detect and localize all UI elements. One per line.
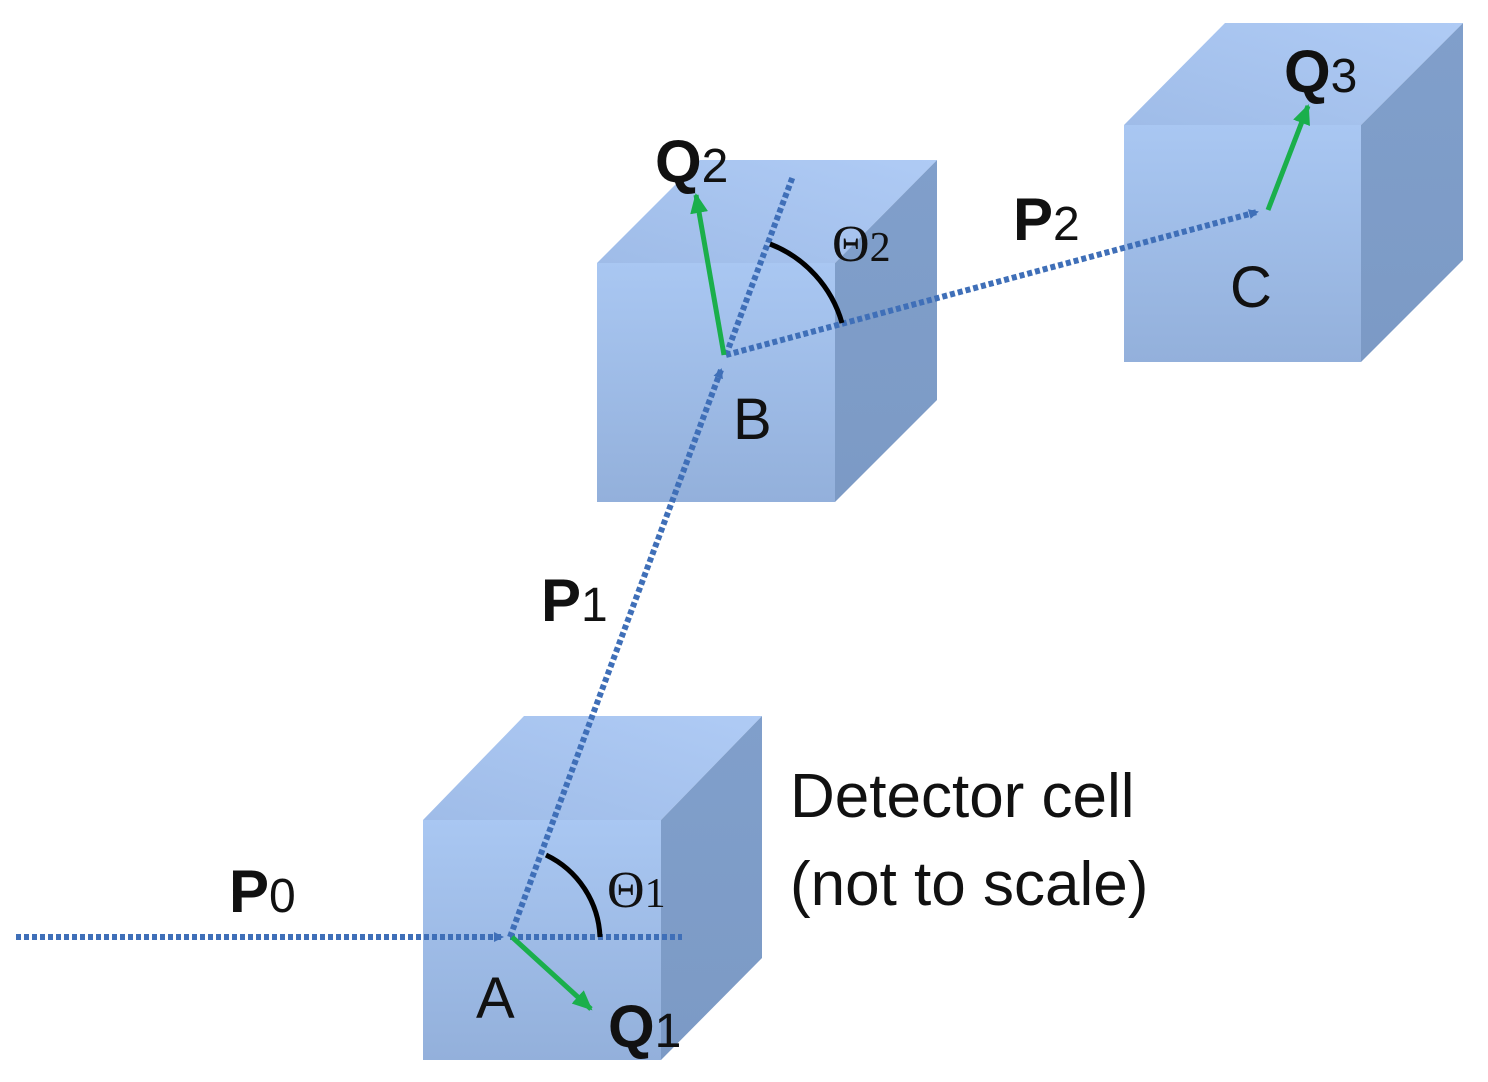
label-theta2: Θ2	[832, 216, 891, 273]
theta1-angle-arc	[544, 852, 603, 938]
theta2-angle-arc	[769, 241, 845, 324]
cube-b-side-face	[835, 160, 937, 502]
label-p2-letter: P	[1013, 186, 1053, 253]
photon-path-p1	[507, 368, 724, 939]
label-p1-letter: P	[541, 567, 581, 634]
recoil-arrow-q3	[1265, 104, 1311, 211]
label-p0-sub: 0	[269, 870, 296, 923]
label-p0-letter: P	[229, 858, 269, 925]
recoil-arrow-q1	[510, 935, 593, 1011]
label-q2: Q2	[655, 128, 728, 195]
label-theta2-symbol: Θ	[832, 216, 870, 273]
label-theta2-sub: 2	[870, 225, 891, 271]
cube-a-top-face	[423, 716, 762, 820]
detector-cube-a	[423, 716, 762, 1060]
label-q1-letter: Q	[608, 993, 655, 1060]
label-q2-sub: 2	[702, 140, 729, 193]
label-theta1-sub: 1	[645, 871, 666, 917]
label-theta1: Θ1	[607, 862, 666, 919]
caption-line-2: (not to scale)	[790, 850, 1148, 919]
cube-c-top-face	[1124, 23, 1463, 125]
point-label-a: A	[476, 966, 515, 1031]
label-p1-sub: 1	[581, 579, 608, 632]
label-q1-sub: 1	[655, 1005, 682, 1058]
cube-c-side-face	[1361, 23, 1463, 362]
label-q3-sub: 3	[1331, 50, 1358, 103]
label-q3-letter: Q	[1284, 38, 1331, 105]
detector-cube-b	[597, 160, 937, 502]
recoil-arrow-q2	[690, 193, 727, 356]
photon-path-p2	[725, 209, 1259, 358]
label-q2-letter: Q	[655, 128, 702, 195]
label-theta1-symbol: Θ	[607, 862, 645, 919]
label-q3: Q3	[1284, 38, 1357, 105]
detector-cube-c	[1124, 23, 1463, 362]
cube-a-side-face	[661, 716, 762, 1060]
label-q1: Q1	[608, 993, 681, 1060]
point-label-c: C	[1230, 255, 1272, 320]
point-label-b: B	[733, 387, 772, 452]
label-p2-sub: 2	[1053, 198, 1080, 251]
label-p2: P2	[1013, 186, 1080, 253]
cube-b-top-face	[597, 160, 937, 263]
label-p1: P1	[541, 567, 608, 634]
caption-line-1: Detector cell	[790, 762, 1135, 831]
cube-c-front-face	[1124, 125, 1361, 362]
label-p0: P0	[229, 858, 296, 925]
